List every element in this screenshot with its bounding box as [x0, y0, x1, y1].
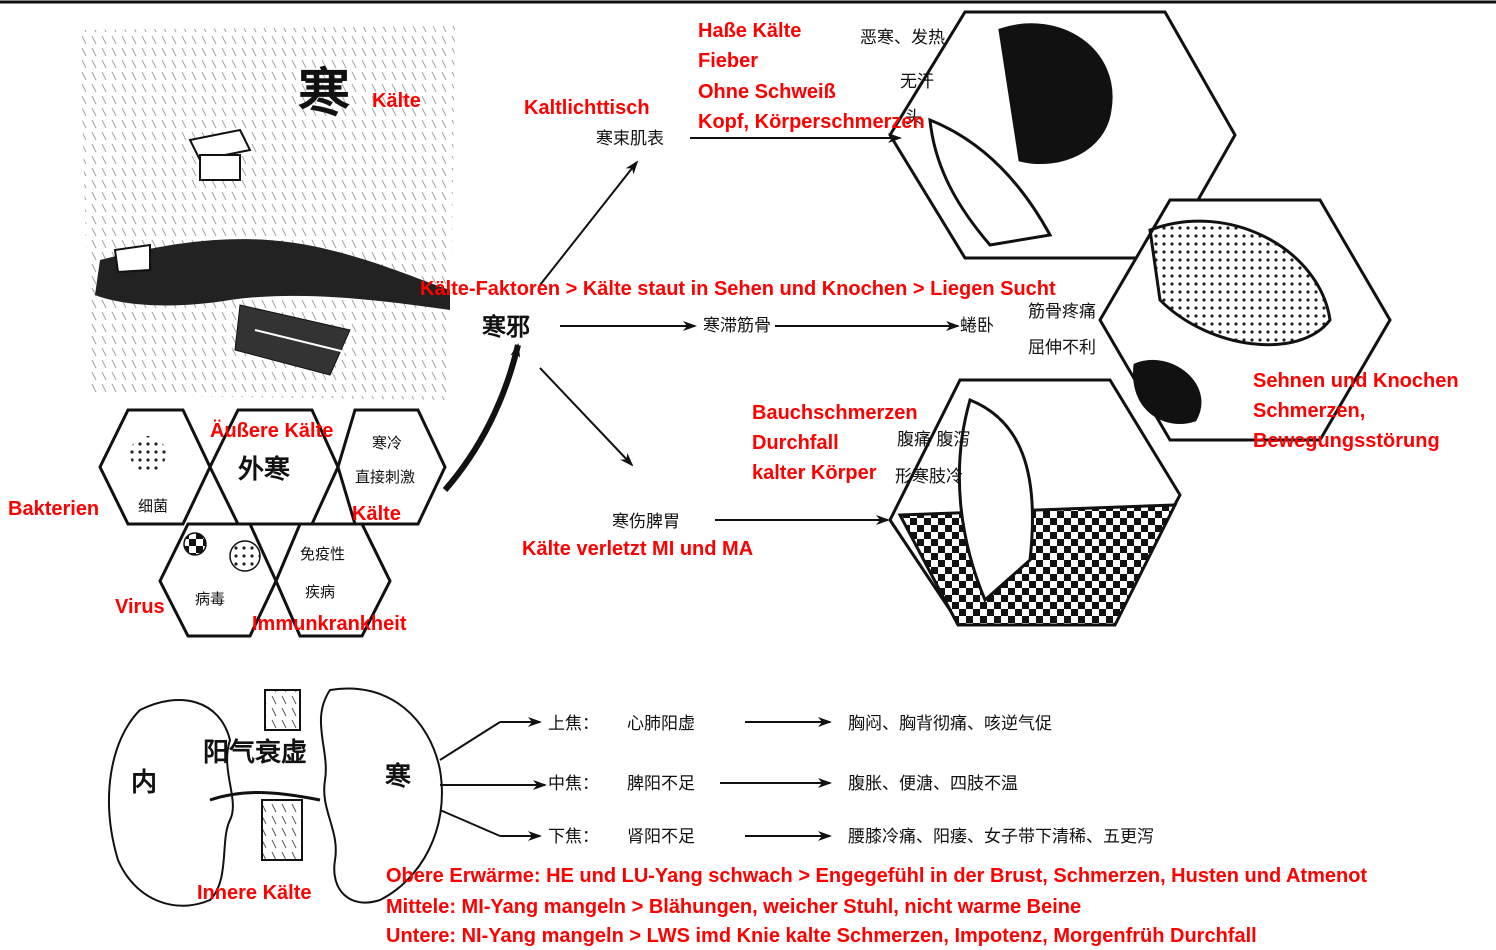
tendon-symptom-de-1: Sehnen und Knochen: [1253, 370, 1459, 392]
surface-symptom-cn-2: 无汗: [900, 72, 934, 92]
organ-illustration: [108, 687, 443, 907]
surface-symptom-de-4: Kopf, Körperschmerzen: [698, 111, 925, 133]
hex-direct-cold-label-1: 寒冷: [372, 434, 403, 452]
spleen-symptom-de-2: Durchfall: [752, 432, 839, 454]
spleen-symptom-cn-2: 形寒肢冷: [895, 467, 963, 487]
internal-de-line-2: Mittele: MI-Yang mangeln > Blähungen, we…: [386, 896, 1082, 918]
han-char: 寒: [385, 762, 412, 792]
label-internal-cold: Innere Kälte: [197, 882, 312, 904]
hexagon-honeycomb: [98, 408, 447, 638]
arrow-icon: [539, 367, 634, 467]
tendon-symptom-de-3: Bewegungsstörung: [1253, 430, 1440, 452]
tendon-symptom-de-2: Schmerzen,: [1253, 400, 1366, 422]
internal-de-line-1: Obere Erwärme: HE und LU-Yang schwach > …: [386, 865, 1368, 887]
label-virus: Virus: [115, 596, 165, 618]
tendon-symptom-cn-2: 屈伸不利: [1028, 338, 1096, 358]
hex-immune-label-2: 疾病: [305, 583, 336, 601]
surface-de: Kaltlichttisch: [524, 97, 650, 119]
lower-symptoms: 腰膝冷痛、阳痿、女子带下清稀、五更泻: [848, 827, 1154, 847]
hex-direct-cold: [336, 408, 447, 526]
hex-external-label: 外寒: [238, 455, 291, 485]
spleen-symptom-cn-1: 腹痛 腹泻: [897, 430, 971, 450]
arrow-icon: [439, 809, 501, 837]
upper-symptoms: 胸闷、胸背彻痛、咳逆气促: [848, 714, 1052, 734]
label-external-cold: Äußere Kälte: [210, 420, 334, 442]
surface-symptom-de-2: Fieber: [698, 50, 759, 72]
arrow-icon: [439, 721, 501, 761]
spleen-symptom-de-3: kalter Körper: [752, 462, 877, 484]
arrow-icon: [539, 160, 639, 286]
surface-symptom-de-3: Ohne Schweiß: [698, 81, 836, 103]
middle-jiao: 中焦：: [548, 774, 599, 794]
label-immune: Immunkrankheit: [252, 613, 407, 635]
spleen-cn: 寒伤脾胃: [612, 512, 680, 532]
hex-bacteria-label: 细菌: [138, 497, 169, 515]
upper-cause: 心肺阳虚: [627, 714, 695, 734]
cold-char: 寒: [298, 63, 351, 124]
surface-symptom-de-1: Haße Kälte: [698, 20, 802, 42]
middle-symptoms: 腹胀、便溏、四肢不温: [848, 774, 1018, 794]
label-bacteria: Bakterien: [8, 498, 100, 520]
patient-illustration: [888, 10, 1392, 627]
spleen-de: Kälte verletzt MI und MA: [522, 538, 754, 560]
weather-scene-illustration: [80, 26, 455, 400]
hex-immune: [274, 522, 392, 638]
tendon-symptom-cn-1: 筋骨疼痛: [1028, 302, 1096, 322]
pathogen-label: 寒邪: [482, 312, 530, 341]
central-headline: Kälte-Faktoren > Kälte staut in Sehen un…: [420, 278, 1056, 300]
cold-label: Kälte: [372, 90, 421, 112]
hex-virus: [158, 522, 278, 638]
hex-bacteria: [98, 408, 212, 526]
hex-direct-cold-label-2: 直接刺激: [355, 468, 416, 486]
upper-jiao: 上焦：: [548, 714, 599, 734]
surface-cn: 寒束肌表: [596, 129, 664, 149]
tendon-cn: 寒滞筋骨: [703, 316, 771, 336]
surface-symptom-cn-3: 头: [905, 108, 922, 128]
label-cold-hex: Kälte: [352, 503, 401, 525]
internal-de-line-3: Untere: NI-Yang mangeln > LWS imd Knie k…: [386, 925, 1257, 947]
spleen-symptom-de-1: Bauchschmerzen: [752, 402, 918, 424]
arrow-icon: [442, 343, 521, 492]
hex-immune-label-1: 免疫性: [300, 545, 346, 563]
middle-cause: 脾阳不足: [627, 774, 695, 794]
lower-jiao: 下焦：: [548, 827, 599, 847]
nei-char: 内: [131, 768, 158, 798]
arrows: [439, 133, 960, 841]
tendon-lying-cn: 蜷卧: [960, 316, 994, 336]
surface-symptom-cn-1: 恶寒、发热: [860, 28, 945, 48]
hex-virus-label: 病毒: [195, 590, 226, 608]
lower-cause: 肾阳不足: [627, 827, 695, 847]
yang-decline-label: 阳气衰虚: [203, 738, 308, 768]
